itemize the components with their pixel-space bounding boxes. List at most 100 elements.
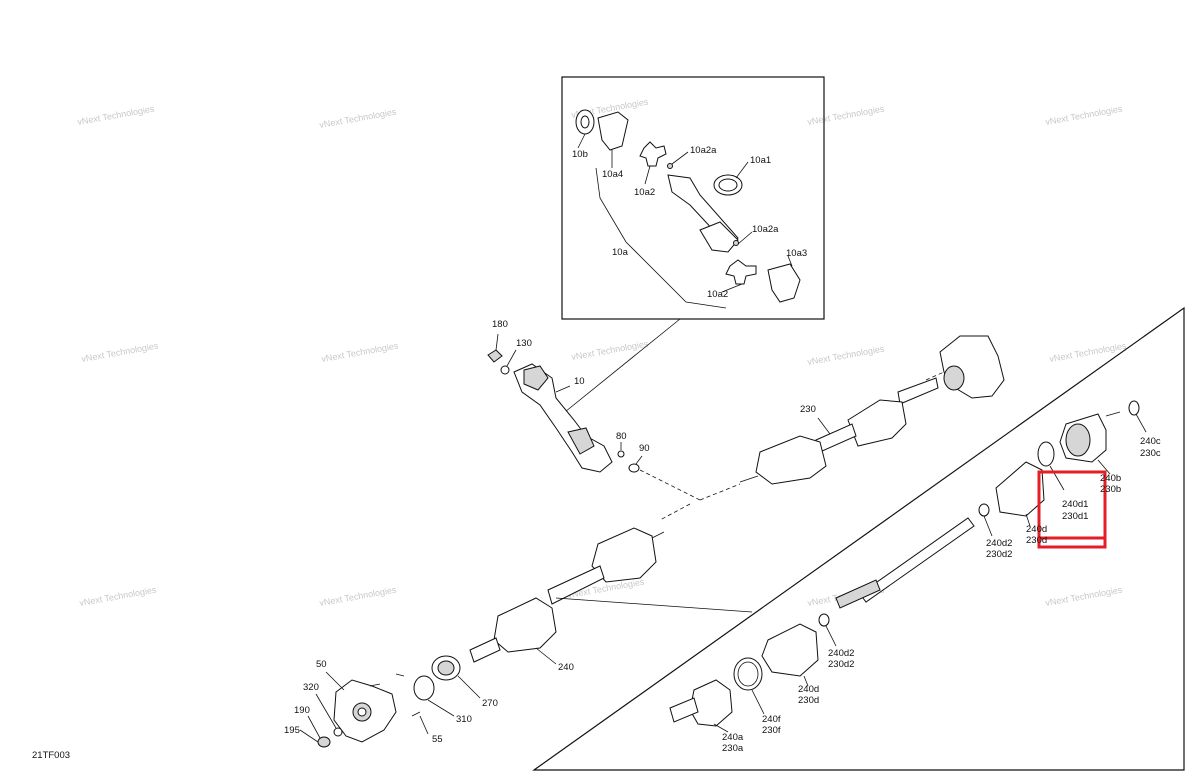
part-10a2a-bottom bbox=[733, 240, 739, 246]
watermark: vNext Technologies bbox=[79, 585, 158, 608]
label-55: 55 bbox=[432, 734, 443, 745]
label-10a1: 10a1 bbox=[750, 155, 771, 166]
part-240d-lower bbox=[761, 623, 819, 677]
part-10a4 bbox=[597, 111, 629, 151]
watermark: vNext Technologies bbox=[319, 107, 398, 130]
label-10a4: 10a4 bbox=[602, 169, 623, 180]
watermark: vNext Technologies bbox=[807, 344, 886, 367]
propeller-shaft-inset bbox=[559, 76, 825, 417]
label-240c: 240c bbox=[1140, 436, 1161, 447]
label-230: 230 bbox=[800, 404, 816, 415]
part-80 bbox=[617, 450, 625, 458]
part-310 bbox=[413, 675, 435, 701]
part-50-assembly bbox=[299, 671, 429, 748]
part-195 bbox=[317, 736, 331, 748]
label-240d2-upper: 240d2 bbox=[986, 538, 1012, 549]
label-240a: 240a bbox=[722, 732, 744, 743]
label-180: 180 bbox=[492, 319, 508, 330]
part-240c bbox=[1128, 400, 1140, 416]
inset-frame bbox=[561, 76, 825, 320]
label-10: 10 bbox=[574, 376, 585, 387]
part-10a3 bbox=[767, 263, 801, 303]
watermark: vNext Technologies bbox=[571, 339, 650, 362]
part-10a1-inner bbox=[718, 178, 738, 192]
diagram-code: 21TF003 bbox=[32, 750, 70, 761]
watermark: vNext Technologies bbox=[81, 341, 160, 364]
part-10a-yoke bbox=[699, 221, 739, 253]
watermark: vNext Technologies bbox=[1049, 341, 1128, 364]
part-bearing-upper bbox=[943, 365, 965, 391]
part-55 bbox=[411, 711, 421, 717]
watermark: vNext Technologies bbox=[321, 341, 400, 364]
inset-callout-line bbox=[559, 318, 681, 417]
watermark: vNext Technologies bbox=[319, 585, 398, 608]
watermark: vNext Technologies bbox=[1045, 104, 1124, 127]
label-230f: 230f bbox=[762, 725, 781, 736]
label-230d2-lower: 230d2 bbox=[828, 659, 854, 670]
part-230-outer-joint bbox=[847, 399, 907, 447]
label-10a3: 10a3 bbox=[786, 248, 807, 259]
label-10a2-top: 10a2 bbox=[634, 187, 655, 198]
label-310: 310 bbox=[456, 714, 472, 725]
part-240e-shaft bbox=[859, 517, 975, 603]
highlight-box bbox=[1037, 470, 1107, 549]
label-240d1: 240d1 bbox=[1062, 499, 1088, 510]
part-shaft-spline bbox=[835, 579, 881, 609]
part-320 bbox=[333, 727, 343, 737]
part-240-stub bbox=[469, 637, 501, 663]
part-240d2-lower bbox=[818, 613, 830, 627]
part-50-bore bbox=[357, 707, 367, 717]
part-10a2-top bbox=[639, 141, 667, 167]
label-80: 80 bbox=[616, 431, 627, 442]
part-10a2a-top bbox=[667, 163, 673, 169]
part-240d-upper bbox=[995, 461, 1045, 517]
label-10a: 10a bbox=[612, 247, 629, 258]
label-230c: 230c bbox=[1140, 448, 1161, 459]
part-230-assembly bbox=[659, 335, 1005, 521]
label-240b: 240b bbox=[1100, 473, 1121, 484]
part-240-shaft bbox=[547, 565, 605, 605]
watermark: vNext Technologies bbox=[807, 104, 886, 127]
label-240d-lower: 240d bbox=[798, 684, 819, 695]
part-240d1 bbox=[1037, 441, 1055, 467]
label-230b: 230b bbox=[1100, 484, 1121, 495]
labels: 10b 10a4 10a2a 10a1 10a2 10a 10a2a 10a3 … bbox=[32, 145, 1161, 761]
label-240f: 240f bbox=[762, 714, 781, 725]
part-240a-stub bbox=[669, 697, 699, 723]
label-190: 190 bbox=[294, 705, 310, 716]
exploded-axle-panel bbox=[532, 306, 1185, 771]
label-230d-upper: 230d bbox=[1026, 535, 1047, 546]
part-130 bbox=[500, 365, 510, 375]
part-240-outer-joint bbox=[493, 597, 557, 653]
label-230d1: 230d1 bbox=[1062, 511, 1088, 522]
label-10b: 10b bbox=[572, 149, 588, 160]
label-90: 90 bbox=[639, 443, 650, 454]
watermark: vNext Technologies bbox=[77, 104, 156, 127]
label-320: 320 bbox=[303, 682, 319, 693]
leader-10a bbox=[595, 167, 727, 309]
part-10-assembly bbox=[487, 333, 701, 501]
part-230-inner-joint bbox=[755, 435, 827, 485]
label-10a2-bottom: 10a2 bbox=[707, 289, 728, 300]
label-230d2-upper: 230d2 bbox=[986, 549, 1012, 560]
part-240-assembly bbox=[413, 527, 753, 717]
label-240d-upper: 240d bbox=[1026, 524, 1047, 535]
axis-line bbox=[639, 469, 701, 501]
label-10a2a-bottom: 10a2a bbox=[752, 224, 779, 235]
part-10b-hole bbox=[580, 115, 590, 129]
label-270: 270 bbox=[482, 698, 498, 709]
part-10a2-bottom bbox=[725, 259, 757, 285]
panel-frame bbox=[532, 306, 1185, 771]
part-230-stub bbox=[897, 377, 939, 405]
part-10-cross bbox=[523, 365, 549, 391]
part-240b-face bbox=[1065, 423, 1091, 457]
part-240d2-upper bbox=[978, 503, 990, 517]
label-230a: 230a bbox=[722, 743, 744, 754]
watermark: vNext Technologies bbox=[1045, 585, 1124, 608]
part-10-lower-cross bbox=[567, 427, 595, 455]
callout-line-240 bbox=[555, 597, 641, 605]
label-50: 50 bbox=[316, 659, 327, 670]
part-270-inner bbox=[437, 660, 455, 676]
